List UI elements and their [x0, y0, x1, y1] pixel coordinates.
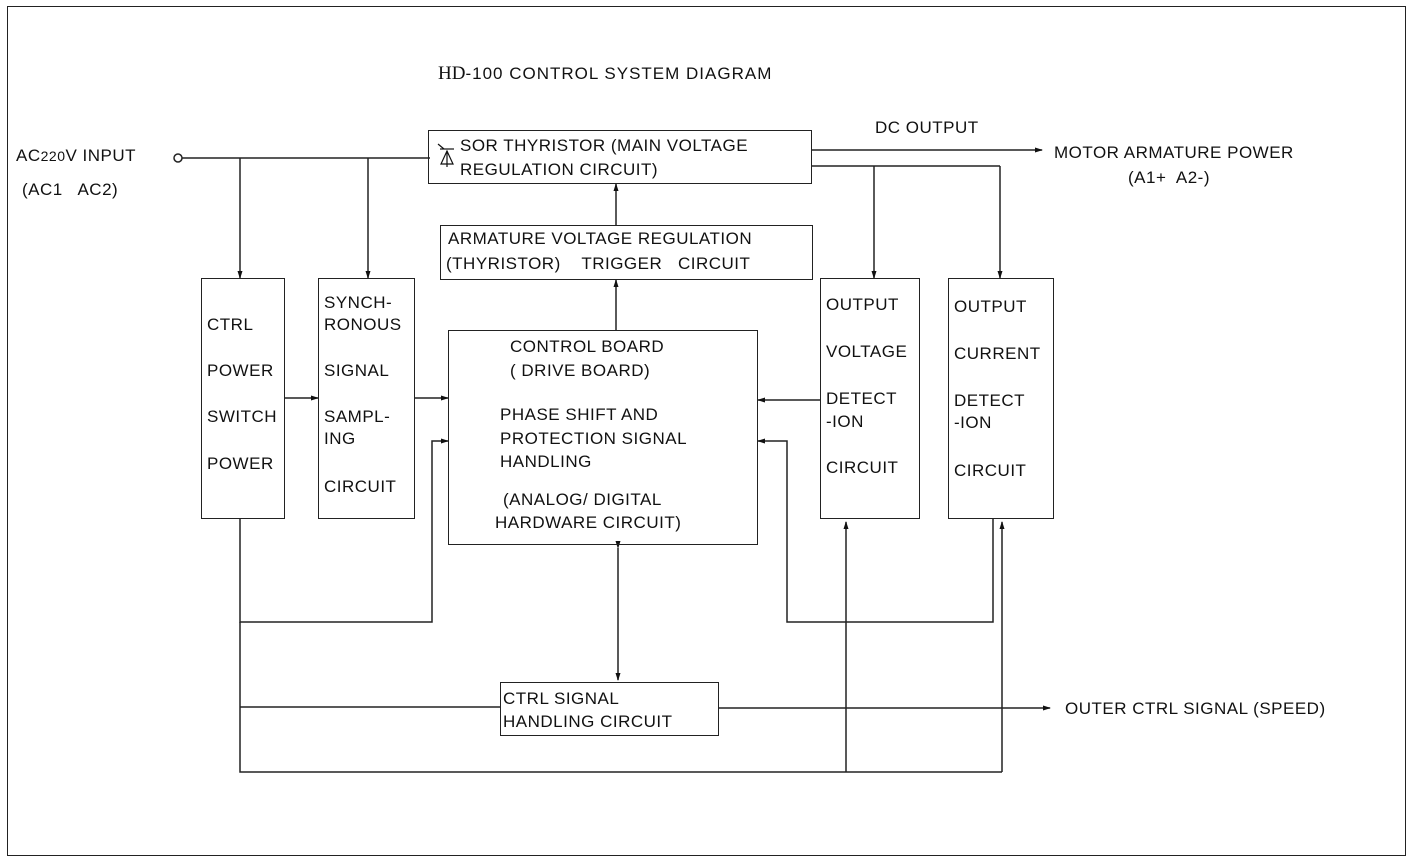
- diagram-title: HD-100 CONTROL SYSTEM DIAGRAM: [438, 64, 772, 84]
- sync-line: CIRCUIT: [324, 477, 397, 496]
- control-board-line: PHASE SHIFT AND: [500, 405, 659, 424]
- control-board-line: CONTROL BOARD: [510, 337, 665, 356]
- ctrl-power-line: SWITCH: [207, 407, 278, 426]
- ac-input-terminals: (AC1 AC2): [22, 180, 119, 199]
- voltage-detect-line: -ION: [826, 412, 864, 431]
- sync-line: RONOUS: [324, 315, 402, 334]
- ac-input-prefix: AC: [16, 146, 41, 165]
- scr-line2: REGULATION CIRCUIT): [460, 160, 659, 179]
- sync-line: SIGNAL: [324, 361, 390, 380]
- control-board-line: ( DRIVE BOARD): [510, 361, 651, 380]
- ctrl-signal-handling-block: [500, 682, 719, 736]
- current-detect-line: CURRENT: [954, 344, 1041, 363]
- trigger-circuit-block: [440, 225, 813, 280]
- outer-ctrl-signal-label: OUTER CTRL SIGNAL (SPEED): [1065, 699, 1326, 718]
- ctrl-signal-line1: CTRL SIGNAL: [503, 689, 620, 708]
- title-prefix: HD: [438, 63, 466, 84]
- scr-thyristor-block: [428, 130, 812, 184]
- input-terminal-icon: [173, 153, 183, 163]
- motor-terminals-label: (A1+ A2-): [1128, 168, 1211, 187]
- wire-ctrl-power-to-board: [239, 438, 449, 623]
- control-board-line: HANDLING: [500, 452, 592, 471]
- diagram-frame: [7, 6, 1406, 856]
- ac-input-voltage: 220: [40, 148, 66, 164]
- scr-line1: SOR THYRISTOR (MAIN VOLTAGE: [460, 136, 749, 155]
- control-board-line: HARDWARE CIRCUIT): [495, 513, 682, 532]
- ac-input-label: AC220V INPUT: [16, 146, 136, 166]
- current-detect-line: CIRCUIT: [954, 461, 1027, 480]
- sync-line: ING: [324, 429, 356, 448]
- sync-line: SYNCH-: [324, 293, 393, 312]
- control-board-line: PROTECTION SIGNAL: [500, 429, 688, 448]
- ctrl-signal-line2: HANDLING CIRCUIT: [503, 712, 673, 731]
- sync-signal-sampling-block: [318, 278, 415, 519]
- trigger-line1: ARMATURE VOLTAGE REGULATION: [448, 229, 753, 248]
- voltage-detect-line: OUTPUT: [826, 295, 899, 314]
- title-rest: -100 CONTROL SYSTEM DIAGRAM: [465, 64, 773, 83]
- thyristor-icon: [437, 143, 454, 167]
- wire-bottom-bus: [239, 622, 1002, 773]
- output-current-detection-block: [948, 278, 1054, 519]
- current-detect-line: OUTPUT: [954, 297, 1027, 316]
- trigger-line2: (THYRISTOR) TRIGGER CIRCUIT: [446, 254, 751, 273]
- ctrl-power-line: CTRL: [207, 315, 254, 334]
- ctrl-power-line: POWER: [207, 454, 274, 473]
- voltage-detect-line: DETECT: [826, 389, 897, 408]
- sync-line: SAMPL-: [324, 407, 391, 426]
- current-detect-line: -ION: [954, 413, 992, 432]
- output-voltage-detection-block: [820, 278, 920, 519]
- voltage-detect-line: CIRCUIT: [826, 458, 899, 477]
- current-detect-line: DETECT: [954, 391, 1025, 410]
- ctrl-power-switch-block: [201, 278, 285, 519]
- voltage-detect-line: VOLTAGE: [826, 342, 908, 361]
- control-board-line: (ANALOG/ DIGITAL: [503, 490, 662, 509]
- control-board-block: [448, 330, 758, 545]
- ctrl-power-line: POWER: [207, 361, 274, 380]
- ac-input-suffix: V INPUT: [65, 146, 137, 165]
- wire-current-detect-to-board: [757, 438, 994, 623]
- dc-output-label: DC OUTPUT: [875, 118, 979, 137]
- motor-armature-power-label: MOTOR ARMATURE POWER: [1054, 143, 1294, 162]
